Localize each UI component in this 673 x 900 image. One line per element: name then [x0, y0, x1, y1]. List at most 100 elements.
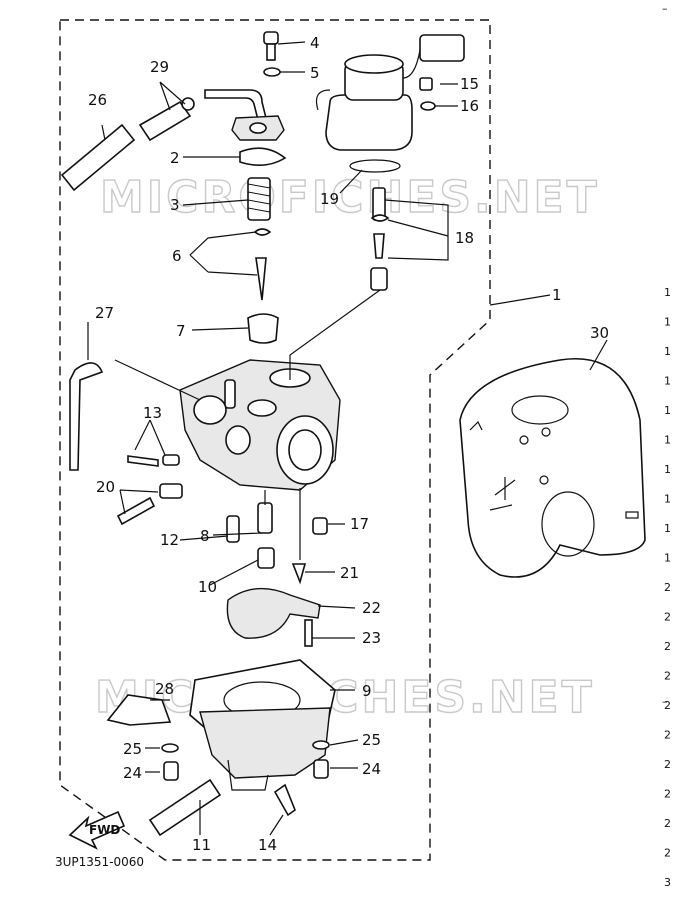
clip-18 — [370, 214, 390, 222]
edge-digit: 2 — [664, 788, 671, 801]
washer-16 — [420, 101, 436, 111]
edge-digit: 1 — [664, 404, 671, 417]
callout-2: 2 — [170, 149, 180, 167]
screw-set-20 — [116, 483, 183, 526]
edge-digit: 2 — [664, 758, 671, 771]
fwd-arrow-icon: FWD — [68, 810, 126, 850]
leader-lines — [87, 41, 608, 836]
watermark-top: MICROFICHES.NET — [100, 172, 600, 223]
float-22 — [226, 587, 321, 639]
bolt-4 — [263, 31, 279, 61]
screw-set-13 — [127, 454, 180, 467]
float-chamber — [199, 707, 331, 791]
screw-15 — [419, 77, 433, 91]
callout-18: 18 — [455, 229, 474, 247]
callout-4: 4 — [310, 34, 320, 52]
callout-14: 14 — [258, 836, 277, 854]
callout-28: 29 — [150, 58, 169, 76]
edge-digit: 1 — [664, 345, 671, 358]
diagram-code: 3UP1351-0060 — [55, 855, 144, 869]
o-ring-19 — [349, 159, 401, 173]
watermark-bottom: MICROFICHES.NET — [95, 672, 595, 723]
callout-15: 15 — [460, 75, 479, 93]
jet-10 — [257, 547, 275, 569]
callout-21: 21 — [340, 564, 359, 582]
washer-25-left — [161, 743, 179, 753]
edge-digit: 2 — [664, 670, 671, 683]
fuel-hose-26 — [60, 123, 136, 192]
bracket-29 — [106, 694, 172, 726]
throttle-valve-7 — [247, 313, 279, 344]
main-jet-8 — [257, 502, 273, 534]
callout-10: 10 — [198, 578, 217, 596]
edge-digit: 2 — [664, 847, 671, 860]
auto-choke-16 — [315, 34, 465, 151]
callout-30: 30 — [590, 324, 609, 342]
callout-16: 16 — [460, 97, 479, 115]
edge-digit: 2 — [664, 817, 671, 830]
screw-12 — [226, 515, 240, 543]
callout-27: 27 — [95, 304, 114, 322]
edge-digit: 2 — [664, 611, 671, 624]
clip-6 — [253, 228, 272, 236]
callout-20: 20 — [96, 478, 115, 496]
callout-3: 3 — [170, 196, 180, 214]
edge-digit: 1 — [664, 316, 671, 329]
callout-25-left: 25 — [123, 740, 142, 758]
edge-digit: 1 — [664, 493, 671, 506]
callout-8: 8 — [200, 527, 210, 545]
edge-digit: 1 — [664, 286, 671, 299]
drain-screw-14 — [273, 783, 296, 817]
screw-17 — [312, 517, 328, 535]
fwd-label: FWD — [89, 823, 120, 837]
callout-5: 5 — [310, 64, 320, 82]
callout-29: 28 — [155, 680, 174, 698]
needle-valve-21 — [291, 563, 307, 585]
callout-23: 23 — [362, 629, 381, 647]
starter-plunger — [370, 267, 388, 291]
edge-dash-mark: – — [662, 695, 668, 708]
jet-needle — [255, 257, 267, 301]
callout-17: 17 — [350, 515, 369, 533]
assembly-boundary — [59, 19, 491, 861]
top-right-mark: – — [662, 2, 668, 15]
callout-24-right: 24 — [362, 760, 381, 778]
spring-3 — [247, 177, 271, 221]
callout-6: 6 — [172, 247, 182, 265]
hose-connector-28 — [138, 97, 195, 142]
callout-11: 11 — [192, 836, 211, 854]
vent-hose-27 — [69, 362, 104, 471]
gasket-2 — [239, 147, 287, 166]
washer-25-right — [312, 740, 330, 750]
starter-needle — [373, 233, 385, 259]
washer-5 — [263, 67, 281, 77]
screw-24-right — [313, 759, 329, 779]
callout-labels: 4 5 2 3 6 7 26 29 27 15 16 18 19 1 30 13… — [88, 34, 609, 854]
callout-25-right: 25 — [362, 731, 381, 749]
carburetor-body — [179, 359, 341, 491]
callout-7: 7 — [176, 322, 186, 340]
cable-guide-part — [204, 89, 285, 141]
edge-digit: 2 — [664, 729, 671, 742]
cover-30 — [459, 358, 646, 578]
edge-digit: 1 — [664, 522, 671, 535]
screw-24-left — [163, 761, 179, 781]
callout-12: 12 — [160, 531, 179, 549]
callout-24-left: 24 — [123, 764, 142, 782]
callout-13: 13 — [143, 404, 162, 422]
callout-9: 9 — [362, 682, 372, 700]
edge-digit: 3 — [664, 876, 671, 889]
edge-digit: 1 — [664, 375, 671, 388]
callout-22: 22 — [362, 599, 381, 617]
callout-1: 1 — [552, 286, 562, 304]
edge-digit: 1 — [664, 552, 671, 565]
edge-digit: 1 — [664, 434, 671, 447]
drain-hose-11 — [148, 778, 222, 837]
callout-19: 19 — [320, 190, 339, 208]
edge-digit: 2 — [664, 640, 671, 653]
edge-digit: 1 — [664, 463, 671, 476]
edge-digit: 2 — [664, 699, 671, 712]
callout-26: 26 — [88, 91, 107, 109]
